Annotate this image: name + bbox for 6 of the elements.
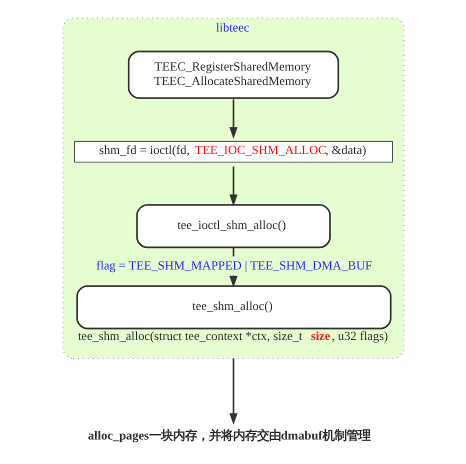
node-text: alloc_pages一块内存，并将内存交由dmabuf机制管理 — [87, 428, 370, 443]
arrow — [228, 358, 238, 425]
arrow — [228, 99, 238, 139]
node-label: tee_shm_alloc(struct tee_context *ctx, size_t size, u32 flags) — [77, 329, 388, 344]
arrow — [228, 166, 238, 206]
edge-label: flag = TEE_SHM_MAPPED | TEE_SHM_DMA_BUF — [96, 258, 372, 272]
